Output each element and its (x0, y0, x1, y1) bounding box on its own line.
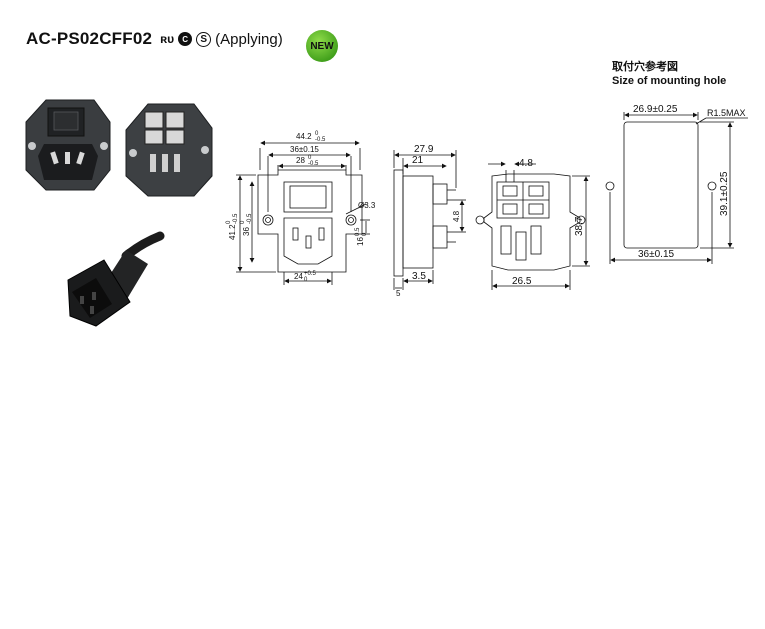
dim-hole-offset-tol-top: 0.5 (355, 227, 361, 236)
dim-overall-height-tol-bottom: -0.5 (233, 213, 239, 224)
dim-body-width-tol-bottom: -0.5 (308, 161, 319, 167)
dim-flange: 3.5 (412, 271, 426, 282)
dim-lip: 5 (396, 289, 401, 298)
front-view-drawing (236, 140, 370, 285)
dim-bottom-width-tol-bottom: 0 (304, 277, 308, 283)
dim-overall-height: 41.2 (228, 224, 237, 240)
mounting-hole-dimensions: 26.9±0.25 R1.5MAX 39.1±0.25 36±0.15 (633, 104, 746, 260)
certification-status: (Applying) (215, 30, 283, 48)
ul-recognized-icon: ʀᴜ (160, 32, 175, 46)
dim-mount-width-top: 26.9±0.25 (633, 104, 678, 115)
dim-overall-width-tol-bottom: -0.5 (315, 137, 326, 143)
power-cord-photo (67, 231, 165, 327)
dim-hole-pitch: 36±0.15 (290, 145, 319, 154)
dim-rear-height: 38.7 (574, 216, 585, 236)
rear-view-drawing (475, 161, 590, 290)
dim-body-height-tol-top: 0 (240, 220, 246, 224)
side-view-dimensions: 27.9 21 4.8 3.5 5 (396, 144, 461, 298)
dim-hole-offset-tol-bottom: 0 (362, 232, 368, 236)
mounting-hole-title: 取付穴参考図 Size of mounting hole (612, 60, 726, 88)
dim-side-terminal: 4.8 (452, 210, 461, 222)
dim-overall-width-tol-top: 0 (315, 131, 319, 137)
side-view-drawing (393, 150, 466, 290)
c-ul-certification-icon: C (178, 32, 193, 46)
module-rear-photo (125, 103, 213, 197)
mounting-hole-drawing (605, 112, 748, 264)
dim-rear-width: 26.5 (512, 276, 532, 287)
dim-hole-diameter: Ø3.3 (358, 201, 376, 210)
dim-mount-radius: R1.5MAX (707, 108, 746, 118)
dim-body-height-tol-bottom: -0.5 (247, 213, 253, 224)
product-header: AC-PS02CFF02 ʀᴜ C S (Applying) (26, 28, 283, 50)
front-view-dimensions: 44.2 0 -0.5 36±0.15 28 0 -0.5 Ø3.3 41.2 … (226, 131, 376, 283)
dim-body-height: 36 (242, 227, 251, 236)
dim-bottom-width: 24 (294, 272, 303, 281)
dim-hole-offset: 16 (356, 237, 365, 246)
dim-mount-width-bottom: 36±0.15 (638, 249, 675, 260)
mounting-hole-title-en: Size of mounting hole (612, 75, 727, 87)
dim-body-width: 28 (296, 156, 305, 165)
rear-view-dimensions: 4.8 38.7 26.5 (512, 158, 585, 287)
model-number: AC-PS02CFF02 (26, 29, 153, 48)
new-badge: NEW (306, 30, 338, 62)
dim-overall-height-tol-top: 0 (226, 220, 232, 224)
module-front-photo (25, 99, 111, 191)
dim-rear-terminal: 4.8 (519, 158, 533, 169)
dim-depth-body: 21 (412, 155, 424, 166)
dim-body-width-tol-top: 0 (308, 155, 312, 161)
dim-bottom-width-tol-top: +0.5 (304, 271, 317, 277)
s-mark-certification-icon: S (196, 31, 212, 47)
dim-depth-total: 27.9 (414, 144, 434, 155)
mounting-hole-title-cn: 取付穴参考図 (612, 60, 678, 73)
dim-overall-width: 44.2 (296, 132, 312, 141)
dim-mount-height: 39.1±0.25 (719, 171, 730, 216)
